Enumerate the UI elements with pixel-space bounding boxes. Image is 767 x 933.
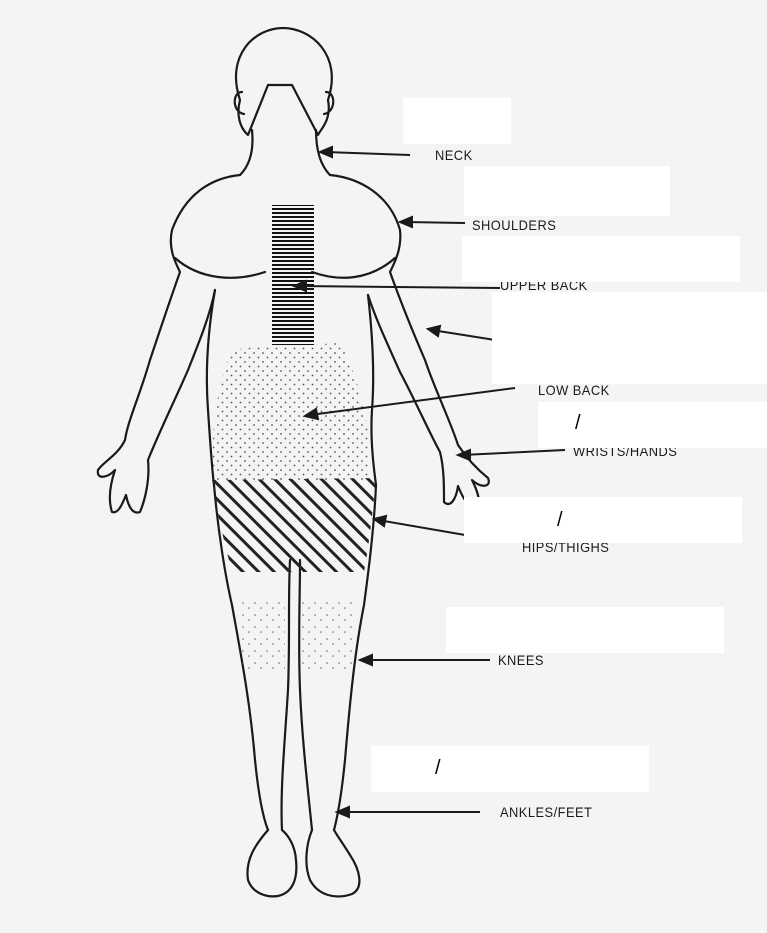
blank-box-upper-back xyxy=(462,236,740,282)
elbows-arrowhead xyxy=(428,326,440,336)
blank-box-hips xyxy=(464,497,742,543)
head xyxy=(236,28,332,135)
label-knees: KNEES xyxy=(498,652,544,668)
neck-line-left xyxy=(240,130,253,175)
shoulders-pointer xyxy=(405,222,465,223)
wrists-arrowhead xyxy=(458,450,470,460)
right-shoulder-blade xyxy=(312,258,395,278)
label-low-back: LOW BACK xyxy=(538,382,610,398)
wrists-pointer xyxy=(462,450,565,455)
hips-pointer xyxy=(378,520,465,535)
neck-arrowhead xyxy=(320,147,332,157)
knees-arrowhead xyxy=(360,655,372,665)
blank-box-wrists xyxy=(538,402,767,448)
left-foot xyxy=(247,830,296,896)
blank-box-knees xyxy=(446,607,724,653)
blank-box-ankles xyxy=(371,746,649,792)
blank-box-elbows xyxy=(492,292,767,384)
neck-pointer xyxy=(325,152,410,155)
upper-back-pointer xyxy=(298,286,500,288)
label-ankles-feet: ANKLES/FEET xyxy=(500,804,592,820)
slash-hips: / xyxy=(557,510,563,530)
upper-back-shading xyxy=(272,205,314,345)
blank-box-shoulders xyxy=(464,166,670,216)
left-shoulder-blade xyxy=(175,258,265,278)
elbows-pointer xyxy=(432,330,495,340)
label-shoulders: SHOULDERS xyxy=(472,217,556,233)
right-foot xyxy=(306,830,359,896)
slash-wrists: / xyxy=(575,413,581,433)
hips-arrowhead xyxy=(374,516,386,526)
hips-thighs-shading xyxy=(212,478,376,572)
slash-ankles: / xyxy=(435,758,441,778)
knees-shading-right xyxy=(302,600,352,670)
blank-box-neck xyxy=(403,98,511,144)
label-neck: NECK xyxy=(435,147,473,163)
knees-shading-left xyxy=(240,600,285,670)
shoulders-arrowhead xyxy=(400,217,412,227)
